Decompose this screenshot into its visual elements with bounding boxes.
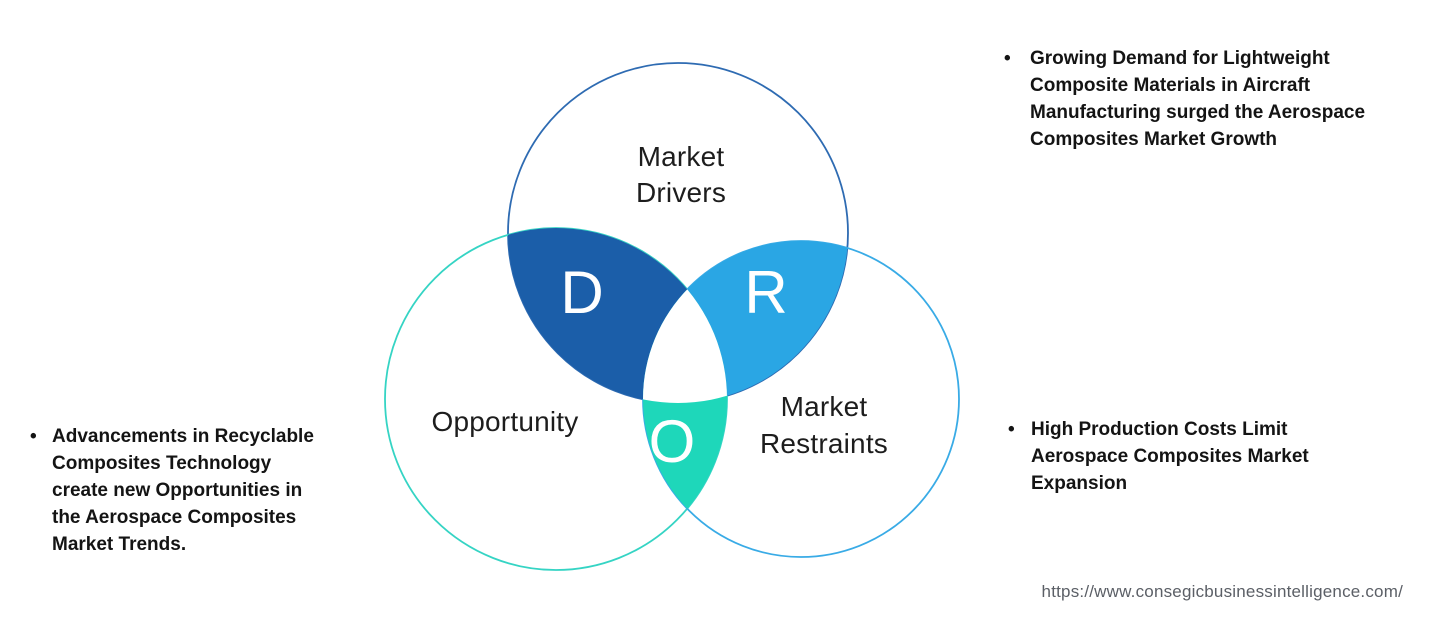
drivers-label: Market Drivers <box>635 141 727 208</box>
bullet-icon: • <box>1004 48 1011 69</box>
drivers-restraints-overlap <box>643 241 848 403</box>
note-drivers: • Growing Demand for Lightweight Composi… <box>1004 45 1444 153</box>
overlap-letter-d: D <box>560 258 604 326</box>
note-text: High Production Costs Limit Aerospace Co… <box>1031 419 1309 494</box>
note-text: Advancements in Recyclable Composites Te… <box>52 426 314 555</box>
restraints-label: Market Restraints <box>759 391 889 459</box>
source-url: https://www.consegicbusinessintelligence… <box>1041 582 1403 601</box>
opportunity-label: Opportunity <box>431 406 579 437</box>
bullet-icon: • <box>1008 419 1015 440</box>
overlap-letter-r: R <box>744 258 788 326</box>
note-opportunity: • Advancements in Recyclable Composites … <box>30 423 390 558</box>
note-restraints: • High Production Costs Limit Aerospace … <box>1008 416 1388 497</box>
overlap-letter-o: O <box>648 407 696 475</box>
bullet-icon: • <box>30 426 37 447</box>
note-text: Growing Demand for Lightweight Composite… <box>1030 48 1366 150</box>
